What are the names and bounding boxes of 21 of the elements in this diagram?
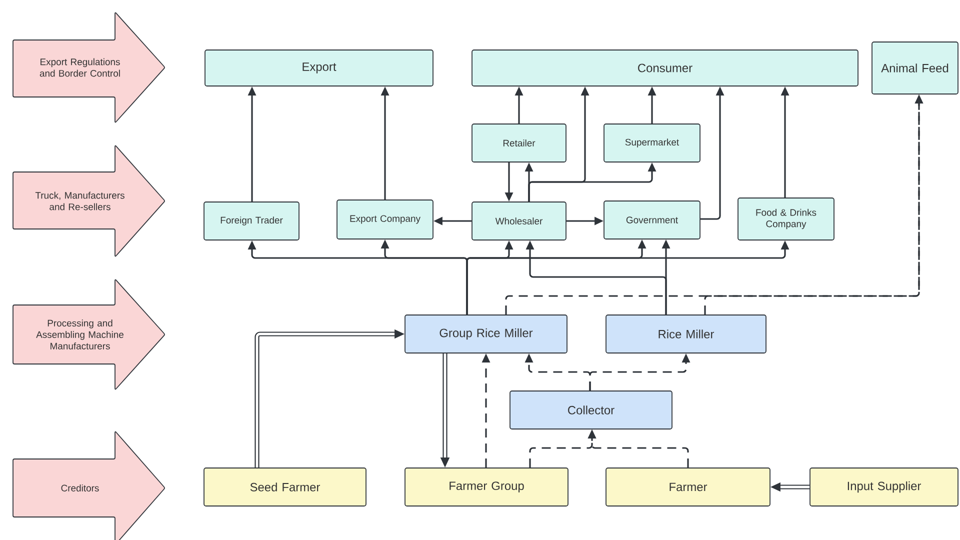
process-box: Input Supplier — [810, 468, 958, 506]
process-box: Consumer — [472, 50, 858, 86]
process-box: Wholesaler — [472, 202, 566, 240]
process-box: Retailer — [472, 124, 566, 162]
tier-banner: Creditors — [12, 431, 165, 540]
process-box: Collector — [510, 390, 672, 430]
process-box: Foreign Trader — [204, 202, 300, 240]
process-box: Animal Feed — [872, 42, 958, 94]
process-box: Group Rice Miller — [404, 314, 568, 354]
process-box: Export — [204, 50, 434, 86]
tier-banner: Truck, Manufacturers and Re-sellers — [12, 145, 165, 257]
process-box: Supermarket — [604, 124, 700, 162]
process-box: Farmer — [606, 468, 770, 506]
tier-banner: Processing and Assembling Machine Manufacturers — [12, 279, 165, 390]
process-box: Food & Drinks Company — [738, 198, 834, 240]
process-box: Export Company — [336, 200, 434, 240]
process-box: Government — [604, 200, 700, 240]
process-box: Rice Miller — [606, 314, 766, 354]
process-box: Farmer Group — [404, 468, 568, 506]
process-box: Seed Farmer — [204, 468, 366, 506]
tier-banner: Export Regulations and Border Control — [12, 12, 165, 123]
